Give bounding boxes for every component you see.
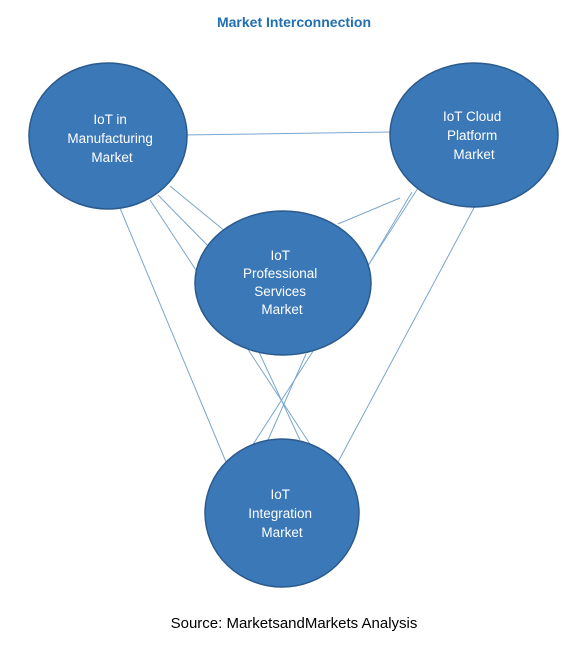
connector-manufacturing-cloud [181, 131, 393, 136]
node-manufacturing: IoT in Manufacturing Market [28, 62, 188, 210]
connector-services-integration-1 [257, 349, 301, 441]
connector-manufacturing-integration [119, 207, 227, 463]
interconnection-diagram: IoT in Manufacturing Market IoT Cloud Pl… [28, 62, 559, 588]
node-services-label: IoT Professional Services Market [243, 248, 321, 317]
node-integration: IoT Integration Market [204, 438, 360, 588]
node-manufacturing-label: IoT in Manufacturing Market [67, 112, 156, 165]
source-caption: Source: MarketsandMarkets Analysis [170, 615, 418, 632]
connector-cloud-services [337, 197, 401, 225]
node-services: IoT Professional Services Market [194, 210, 372, 356]
connector-services-integration-2 [267, 353, 307, 441]
node-cloud-label: IoT Cloud Platform Market [443, 109, 505, 162]
connector-manufacturing-services-2 [157, 194, 213, 251]
node-integration-label: IoT Integration Market [248, 487, 316, 540]
connector-cloud-integration-2 [337, 205, 476, 463]
diagram-title: Market Interconnection [216, 14, 372, 30]
connector-manufacturing-services-1 [169, 185, 227, 233]
node-cloud: IoT Cloud Platform Market [389, 62, 559, 208]
